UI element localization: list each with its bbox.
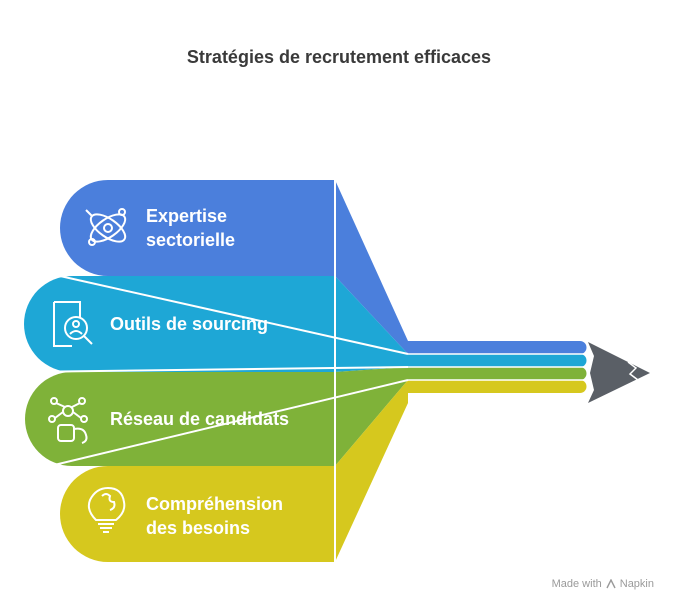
connector-wedges xyxy=(335,180,408,562)
atom-network-icon xyxy=(85,208,127,246)
connector-wedge-2 xyxy=(335,276,408,372)
band-shape-4 xyxy=(60,466,335,562)
footer-brand: Napkin xyxy=(619,578,654,590)
network-hand-icon xyxy=(48,397,88,444)
footer-made-with: Made with xyxy=(551,578,602,590)
candidate-search-icon xyxy=(53,301,93,347)
item-label-3-line-1: Réseau de candidats xyxy=(110,409,289,429)
pencil-tip-cone xyxy=(588,342,650,403)
item-label-2: Outils de sourcing xyxy=(110,314,268,334)
item-label-2-line-1: Outils de sourcing xyxy=(110,314,268,334)
band-2 xyxy=(24,276,335,372)
pencil-tip xyxy=(588,342,650,403)
pencil-strip-1 xyxy=(408,341,587,354)
item-label-4-line-1: Compréhension xyxy=(146,494,283,514)
band-shape-2 xyxy=(24,276,335,372)
pencil-strip-4 xyxy=(408,380,587,393)
pencil-strip-3 xyxy=(408,367,587,380)
band-separators xyxy=(19,180,409,562)
band-shape-1 xyxy=(60,180,335,276)
band-shape-3 xyxy=(25,372,335,466)
lightbulb-puzzle-icon xyxy=(87,486,126,533)
connector-wedge-3 xyxy=(335,367,408,466)
band-3 xyxy=(25,372,335,466)
item-label-3: Réseau de candidats xyxy=(110,409,289,429)
pencil-shaft xyxy=(408,341,587,393)
pencil-strip-2 xyxy=(408,354,587,367)
footer-credit: Made with Napkin xyxy=(552,578,654,590)
item-label-4-line-2: des besoins xyxy=(146,518,250,538)
napkin-logo-icon xyxy=(606,579,616,589)
band-4 xyxy=(60,466,335,562)
item-label-1: Expertise sectorielle xyxy=(146,206,235,250)
item-label-1-line-1: Expertise xyxy=(146,206,227,226)
connector-wedge-1 xyxy=(335,180,408,354)
item-label-1-line-2: sectorielle xyxy=(146,230,235,250)
band-1 xyxy=(60,180,335,276)
connector-wedge-4 xyxy=(335,380,408,562)
diagram-title: Stratégies de recrutement efficaces xyxy=(186,47,492,67)
item-label-4: Compréhension des besoins xyxy=(146,494,283,538)
